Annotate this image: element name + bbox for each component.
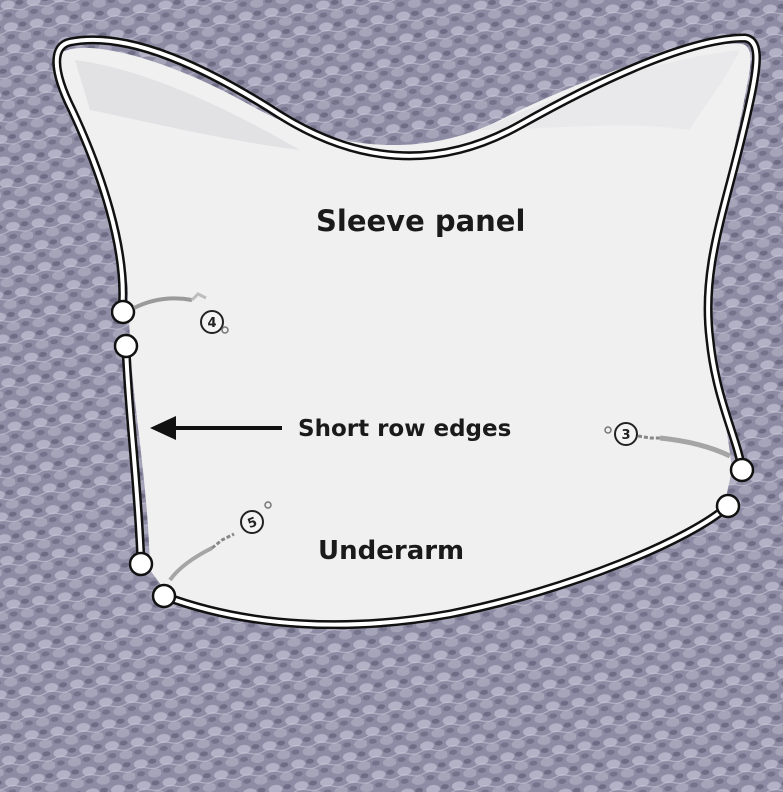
dot: [115, 335, 137, 357]
short-row-edges-label: Short row edges: [298, 416, 511, 442]
dot: [717, 495, 739, 517]
stitch-marker-number: 4: [207, 316, 216, 331]
sleeve-panel-label: Sleeve panel: [316, 204, 525, 238]
dot: [731, 459, 753, 481]
underarm-label: Underarm: [318, 536, 464, 566]
dot: [112, 301, 134, 323]
stitch-marker-number: 3: [621, 428, 630, 443]
dot: [130, 553, 152, 575]
dot: [153, 585, 175, 607]
